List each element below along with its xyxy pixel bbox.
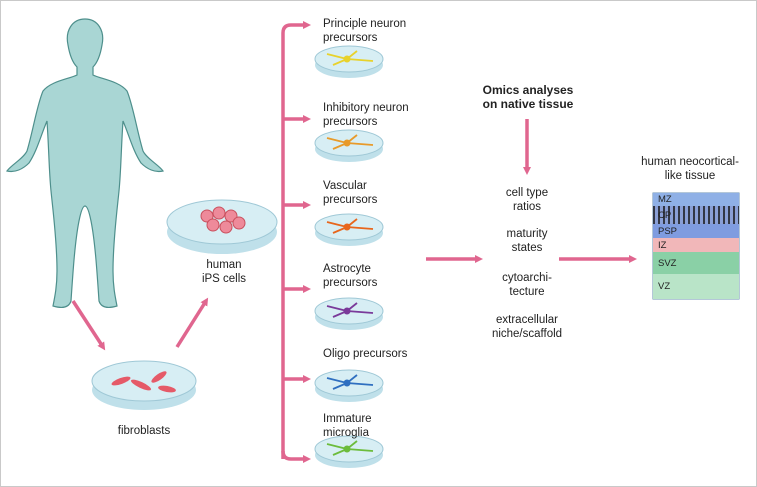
- cell-type-label-2: Vascular precursors: [323, 180, 378, 206]
- neuron-icon: [326, 218, 374, 234]
- cell-type-label-1: Inhibitory neuron precursors: [323, 102, 409, 128]
- layer-psp-label: PSP: [658, 225, 678, 237]
- fibroblast-dish: [91, 360, 197, 410]
- layer-vz: VZ: [653, 274, 739, 299]
- cell-type-label-4: Oligo precursors: [323, 348, 408, 360]
- cell-culture-dish-4: [314, 369, 384, 402]
- layer-mz-label: MZ: [658, 194, 672, 205]
- layer-psp: PSP: [653, 224, 739, 238]
- property-niche: extracellular niche/scaffold: [491, 314, 563, 340]
- layer-svz-label: SVZ: [658, 257, 677, 269]
- neuron-icon: [326, 374, 374, 390]
- neuron-icon: [326, 302, 374, 318]
- fibroblasts-label: fibroblasts: [117, 425, 171, 437]
- neuron-icon: [326, 134, 374, 150]
- flow-arrows: [71, 21, 637, 463]
- human-figure-icon: [6, 18, 164, 308]
- cell-type-label-5: Immature microglia: [323, 413, 372, 439]
- neuron-icon: [326, 440, 374, 456]
- property-maturity: maturity states: [506, 228, 548, 254]
- cell-type-label-3: Astrocyte precursors: [323, 263, 378, 289]
- layer-cp: CP: [653, 206, 739, 224]
- cell-culture-dish-0: [314, 45, 384, 78]
- layer-vz-label: VZ: [658, 281, 671, 292]
- neuron-icon: [326, 50, 374, 66]
- cell-culture-dish-2: [314, 213, 384, 246]
- cell-type-label-0: Principle neuron precursors: [323, 18, 407, 44]
- layer-cp-label: CP: [658, 209, 672, 221]
- cell-culture-dish-5: [314, 435, 384, 468]
- cell-culture-dish-3: [314, 297, 384, 330]
- layer-svz: SVZ: [653, 252, 739, 274]
- property-cytoarchitecture: cytoarchi- tecture: [502, 272, 552, 298]
- layer-mz: MZ: [653, 193, 739, 206]
- cell-culture-dish-1: [314, 129, 384, 162]
- layer-iz-label: IZ: [658, 239, 667, 251]
- omics-label: Omics analyses on native tissue: [482, 83, 574, 111]
- tissue-title: human neocortical- like tissue: [641, 156, 739, 182]
- layer-iz: IZ: [653, 238, 739, 252]
- property-ratios: cell type ratios: [505, 187, 549, 213]
- ips-label: human iPS cells: [201, 259, 247, 285]
- ips-dish: [166, 199, 278, 254]
